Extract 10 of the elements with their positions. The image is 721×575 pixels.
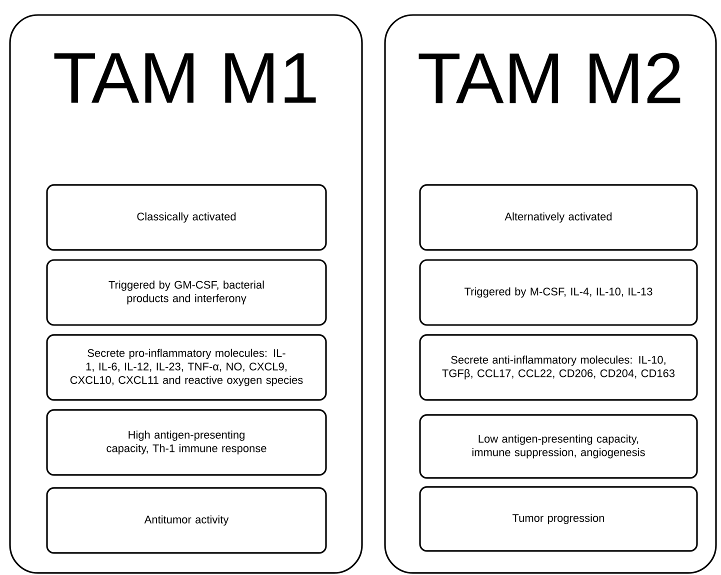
text-box: Triggered by GM-CSF, bacterial products and interferonγ — [46, 259, 327, 326]
text-box: Triggered by M-CSF, IL-4, IL-10, IL-13 — [419, 259, 698, 326]
text-box: Classically activated — [46, 184, 327, 251]
text-box: Secrete anti-inflammatory molecules: IL-10, TGFβ, CCL17, CCL22, CD206, CD204, CD163 — [419, 334, 698, 401]
text-box: Tumor progression — [419, 486, 698, 552]
text-box: Secrete pro-inflammatory molecules: IL-1, IL-6, IL-12, IL-23, TNF-α, NO, CXCL9, CXCL10, CXCL11 and reactive oxygen species — [46, 334, 327, 401]
text-box: Low antigen-presenting capacity, immune suppression, angiogenesis — [419, 414, 698, 479]
text-box: High antigen-presenting capacity, Th-1 immune response — [46, 409, 327, 476]
text-box: Antitumor activity — [46, 487, 327, 554]
text-box: Alternatively activated — [419, 184, 698, 251]
